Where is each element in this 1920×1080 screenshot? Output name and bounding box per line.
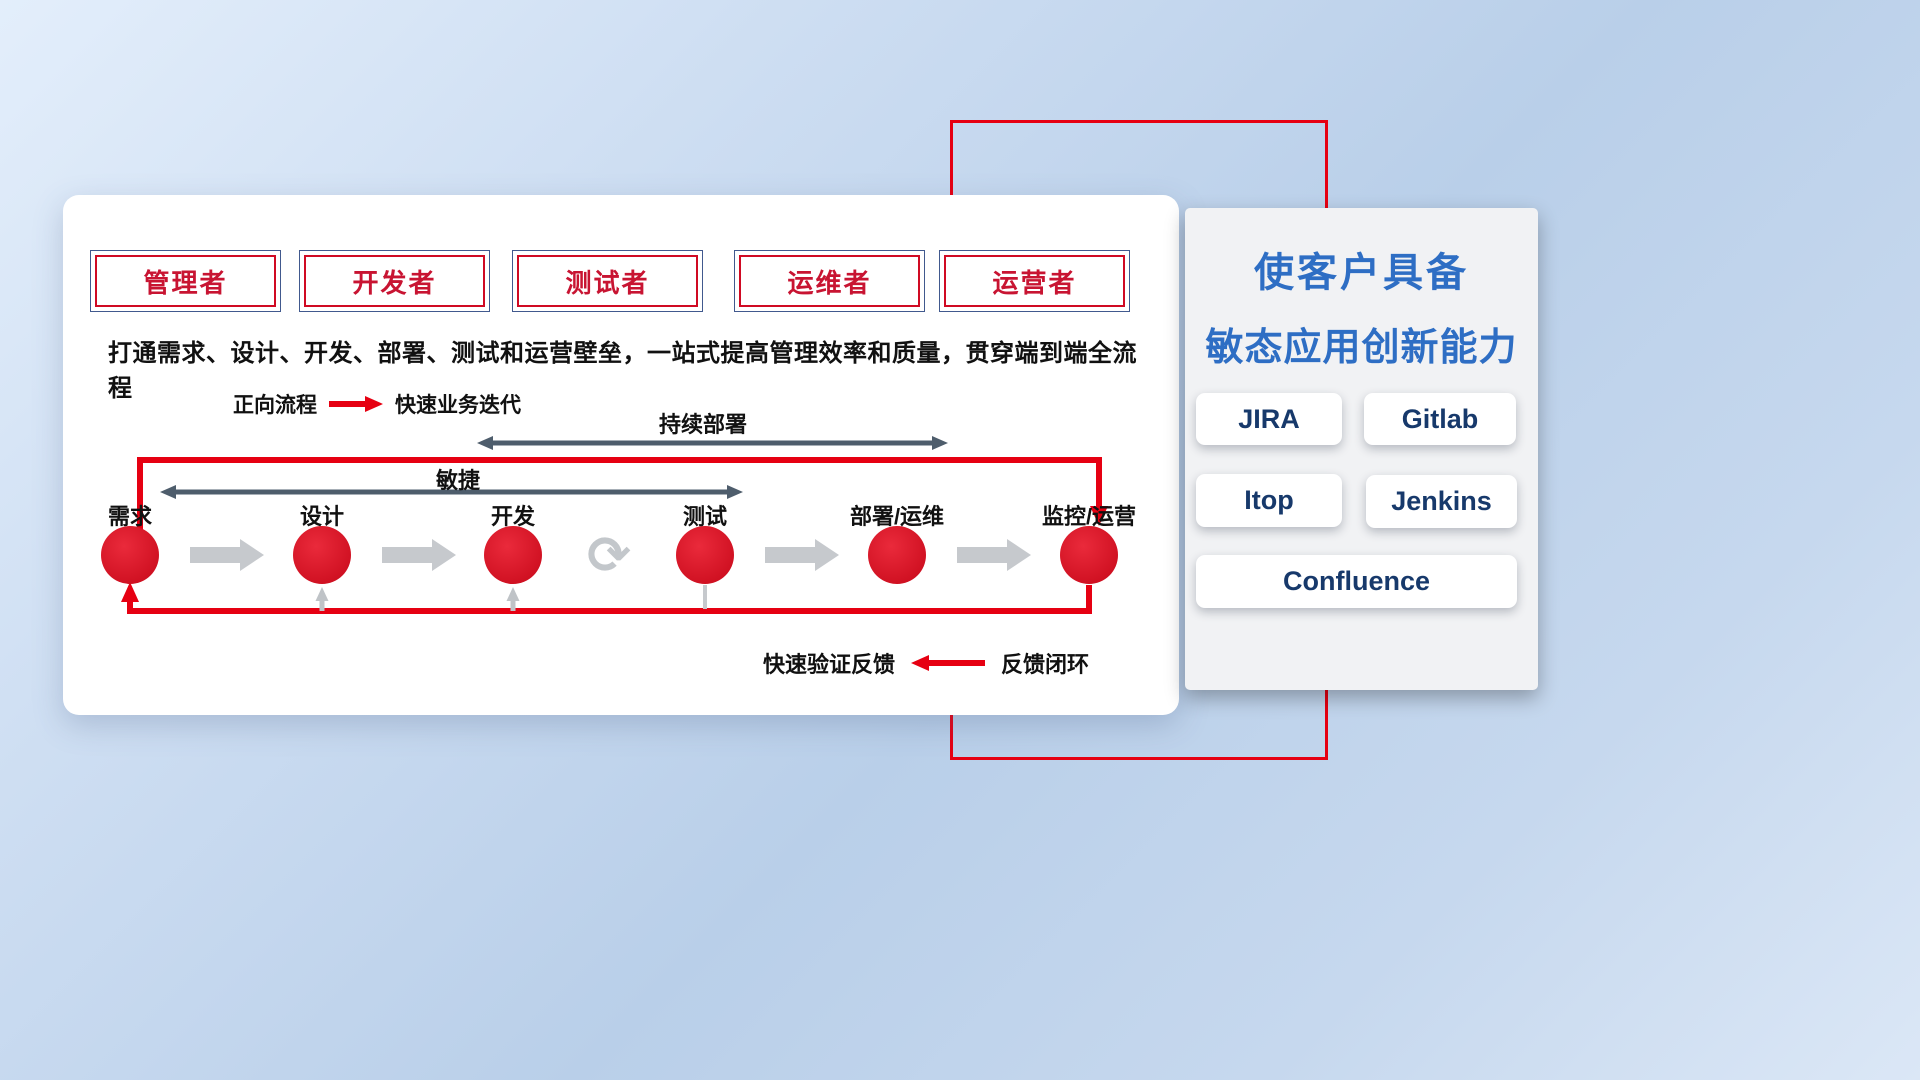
role-box-manager: 管理者	[90, 250, 281, 312]
iteration-loop-icon: ⟳	[587, 527, 631, 585]
capability-title-line2: 敏态应用创新能力	[1205, 327, 1518, 369]
forward-flow-label: 正向流程	[233, 394, 317, 417]
stage-node-design	[293, 526, 351, 584]
continuous-deploy-label: 持续部署	[658, 412, 747, 437]
flow-diagram-graphics: ⟳	[101, 436, 1118, 614]
flow-arrow-icon	[957, 539, 1031, 571]
stage-node-development	[484, 526, 542, 584]
stage-node-testing	[676, 526, 734, 584]
feedback-arrow-icon	[911, 655, 986, 671]
role-label: 测试者	[565, 267, 650, 298]
stage-node-requirements	[101, 526, 159, 584]
role-box-inner-border: 运维者	[739, 255, 920, 307]
tool-button-jenkins: Jenkins	[1366, 475, 1517, 528]
role-box-operations: 运营者	[939, 250, 1130, 312]
panel-description: 打通需求、设计、开发、部署、测试和运营壁垒，一站式提高管理效率和质量，贯穿端到端…	[108, 340, 1137, 402]
tool-button-gitlab: Gitlab	[1364, 393, 1516, 445]
role-box-inner-border: 开发者	[304, 255, 485, 307]
flow-arrow-icon	[765, 539, 839, 571]
role-label: 管理者	[143, 267, 228, 298]
stage-node-monitor-operations	[1060, 526, 1118, 584]
role-box-inner-border: 运营者	[944, 255, 1125, 307]
role-box-ops: 运维者	[734, 250, 925, 312]
agile-label: 敏捷	[435, 468, 480, 493]
stage-label-development: 开发	[490, 504, 535, 529]
role-box-tester: 测试者	[512, 250, 703, 312]
stage-label-testing: 测试	[682, 504, 727, 529]
role-box-inner-border: 管理者	[95, 255, 276, 307]
devops-flow-panel: 管理者 开发者 测试者 运维者 运营者 打通需求、设计、开发、部署、测试和运营壁…	[63, 195, 1179, 715]
role-label: 运维者	[787, 267, 872, 298]
stage-label-design: 设计	[299, 504, 344, 529]
role-label: 运营者	[992, 267, 1077, 298]
feedback-label: 反馈闭环	[1001, 652, 1090, 677]
feedback-legend: 快速验证反馈 反馈闭环	[763, 647, 1089, 679]
role-label: 开发者	[352, 267, 437, 298]
tool-button-jira: JIRA	[1196, 393, 1342, 445]
tool-button-itop: Itop	[1196, 474, 1342, 527]
stage-label-monitor-operations: 监控/运营	[1041, 504, 1137, 529]
flow-arrow-icon	[382, 539, 456, 571]
forward-flow-legend: 正向流程 快速业务迭代	[233, 389, 521, 419]
role-box-inner-border: 测试者	[517, 255, 698, 307]
feedback-desc: 快速验证反馈	[763, 652, 896, 677]
forward-flow-desc: 快速业务迭代	[395, 394, 521, 417]
red-forward-loop-line	[137, 457, 1108, 541]
capability-title-line1: 使客户具备	[1254, 251, 1469, 295]
forward-flow-arrow-icon	[329, 396, 383, 412]
tool-button-confluence: Confluence	[1196, 555, 1517, 608]
stage-node-deploy-ops	[868, 526, 926, 584]
stage-label-requirements: 需求	[107, 504, 152, 529]
role-box-developer: 开发者	[299, 250, 490, 312]
red-feedback-loop-line	[121, 582, 1092, 614]
stage-label-deploy-ops: 部署/运维	[849, 504, 945, 529]
capability-panel: 使客户具备 敏态应用创新能力 JIRA Gitlab Itop Jenkins …	[1185, 208, 1538, 690]
flow-arrow-icon	[190, 539, 264, 571]
